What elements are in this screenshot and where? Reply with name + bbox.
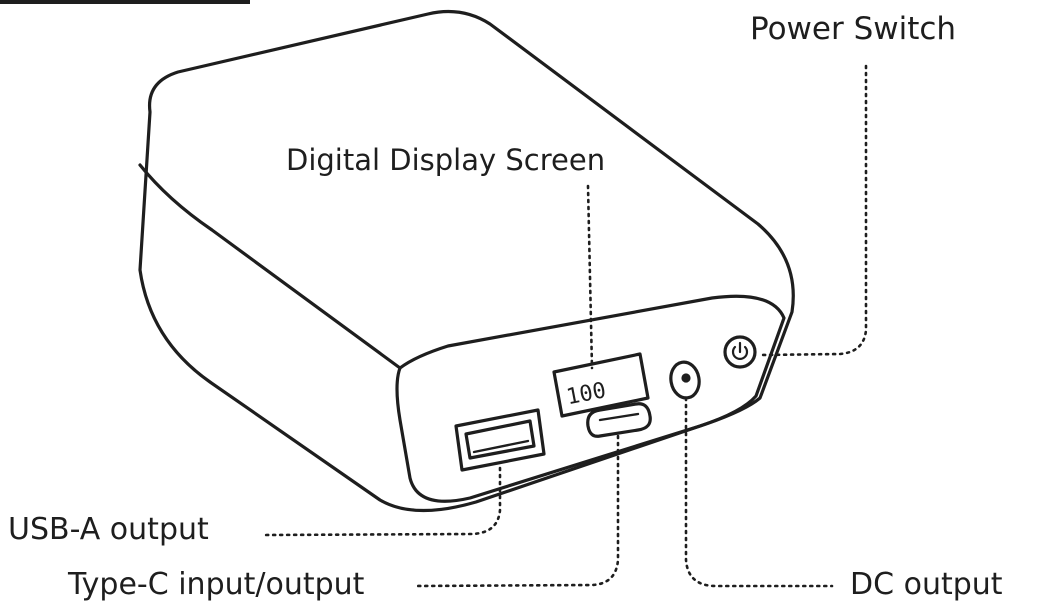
power-icon <box>731 341 749 360</box>
digital-display-screen <box>552 352 650 418</box>
leader-type-c <box>412 434 620 588</box>
label-type-c-input-output: Type-C input/output <box>68 567 365 602</box>
leader-lines <box>262 64 868 588</box>
label-dc-output: DC output <box>850 567 1003 602</box>
label-power-switch: Power Switch <box>750 11 957 47</box>
leader-usb-a <box>262 466 502 537</box>
leader-power-switch <box>758 64 868 357</box>
label-usb-a-output: USB-A output <box>8 512 209 547</box>
dc-port <box>669 360 701 400</box>
leader-dc <box>684 396 834 588</box>
display-readout: 100 <box>564 378 608 410</box>
top-edge-bar <box>0 0 250 4</box>
usb-a-port <box>454 408 546 472</box>
power-switch-button <box>723 335 757 369</box>
label-digital-display-screen: Digital Display Screen <box>286 143 606 177</box>
type-c-port <box>586 402 652 438</box>
leader-display-screen <box>586 184 594 370</box>
power-bank-body <box>138 9 795 513</box>
front-panel <box>395 294 786 503</box>
body-top-edge <box>138 163 402 370</box>
